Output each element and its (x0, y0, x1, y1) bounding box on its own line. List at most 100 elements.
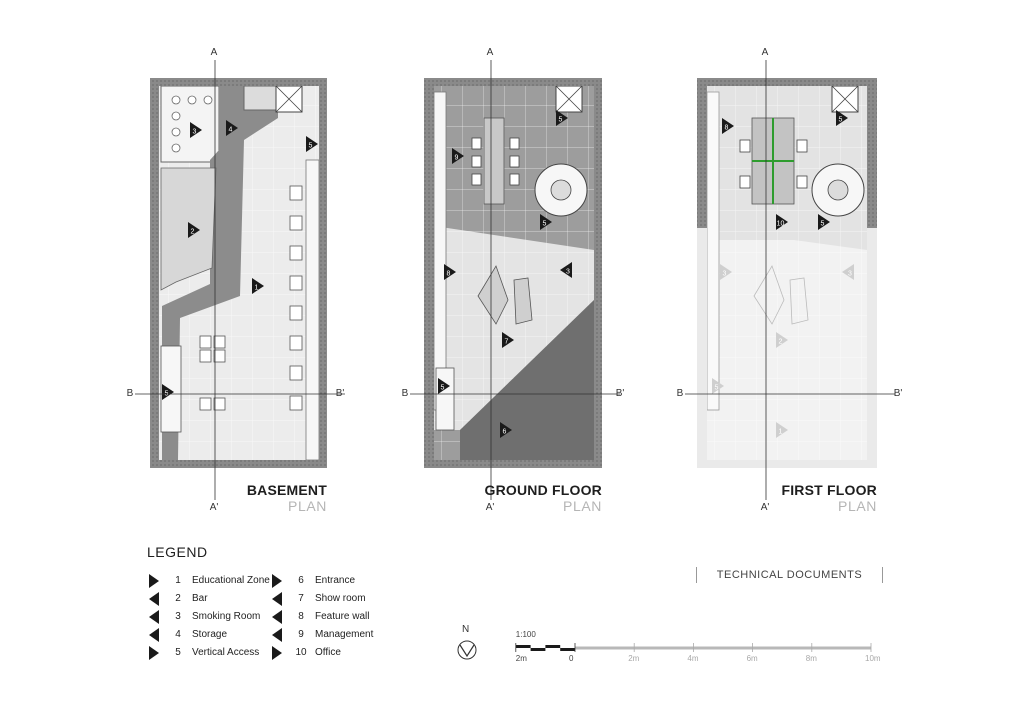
zone-marker-triangle (776, 332, 788, 348)
scale-tick-label: 2m (515, 654, 527, 663)
legend-label: Smoking Room (192, 611, 261, 622)
chair (509, 155, 520, 168)
scale-segment-light (575, 646, 871, 650)
zone-marker-triangle (720, 264, 732, 280)
chair (471, 137, 482, 150)
legend-number: 3 (175, 611, 181, 622)
display-stand (477, 265, 509, 325)
chair (509, 173, 520, 186)
section-label: B (402, 388, 409, 399)
scale-tick-label: 4m (687, 654, 699, 663)
scale-tick-label: 10m (865, 654, 881, 663)
chair (471, 173, 482, 186)
zone-marker-number: 5 (441, 385, 445, 392)
scale-bar (515, 643, 872, 652)
legend-triangle-icon (149, 574, 159, 588)
management-chairs (471, 137, 520, 186)
zone-marker-number: 8 (725, 125, 729, 132)
section-label: B' (336, 388, 345, 399)
section-label: A (487, 47, 494, 58)
zone-marker-triangle (540, 214, 552, 230)
legend-triangle-icon (272, 646, 282, 660)
zone-marker-triangle (252, 278, 264, 294)
zone-marker-triangle (226, 120, 238, 136)
legend-label: Storage (192, 629, 228, 640)
legend-triangle-icon (272, 610, 282, 624)
legend-number: 5 (175, 647, 181, 658)
legend-item: 5 Vertical Access (149, 646, 269, 660)
plan-title-text: FIRST FLOOR (781, 482, 877, 498)
bench-seat (289, 365, 303, 381)
zone-marker-number: 4 (229, 127, 233, 134)
office-chair (739, 139, 751, 153)
north-label: N (462, 624, 470, 635)
zone-marker-number: 3 (848, 271, 852, 278)
plan-title-text: GROUND FLOOR (484, 482, 602, 498)
legend-triangle-icon (149, 610, 159, 624)
scale-tick-label: 2m (628, 654, 640, 663)
section-label: B (127, 388, 134, 399)
legend-triangle-icon (149, 628, 159, 642)
zone-marker-number: 5 (839, 117, 843, 124)
section-label: B' (894, 388, 903, 399)
zone-marker-number: 3 (193, 129, 197, 136)
zone-marker-number: 10 (777, 221, 785, 228)
ground-floor-plan-title: GROUND FLOOR PLAN (470, 482, 602, 514)
scale-segment-dark (530, 648, 546, 651)
legend-title: LEGEND (147, 544, 208, 560)
plan-subtitle-text: PLAN (288, 498, 327, 514)
legend-number: 10 (295, 647, 307, 658)
zone-marker-number: 5 (715, 385, 719, 392)
legend-label: Feature wall (315, 611, 370, 622)
zone-marker-triangle (438, 378, 450, 394)
ground-stair (435, 367, 455, 431)
technical-documents-label: TECHNICAL DOCUMENTS (696, 567, 883, 583)
zone-marker-triangle (560, 262, 572, 278)
section-label: A (211, 47, 218, 58)
zone-marker-triangle (306, 136, 318, 152)
section-label: B (677, 388, 684, 399)
table-seat (199, 397, 212, 411)
legend-triangle-icon (149, 646, 159, 660)
table-seat (199, 335, 212, 349)
legend-label: Entrance (315, 575, 356, 586)
zone-marker-triangle (776, 422, 788, 438)
chair (471, 155, 482, 168)
legend-number: 1 (175, 575, 181, 586)
storage-corridor (162, 86, 278, 460)
zone-marker-triangle (556, 110, 568, 126)
zone-marker-number: 7 (505, 339, 509, 346)
scale-segment-dark (560, 648, 575, 651)
management-table (483, 117, 505, 205)
scale-tick-label: 8m (805, 654, 817, 663)
smoking-room-seats (171, 95, 213, 153)
scale-ratio: 1:100 (515, 630, 536, 639)
smoking-seat (187, 95, 197, 105)
zone-marker-triangle (452, 148, 464, 164)
legend-triangle-icon (272, 574, 282, 588)
scale-tick-label: 6m (746, 654, 758, 663)
office-chair (796, 139, 808, 153)
smoking-seat (171, 95, 181, 105)
zone-marker-triangle (444, 264, 456, 280)
bench-seat (289, 245, 303, 261)
scale-segment-dark (545, 645, 561, 648)
bench-seat (289, 335, 303, 351)
zone-marker-triangle (712, 378, 724, 394)
zone-marker-triangle (162, 384, 174, 400)
zone-marker-triangle (818, 214, 830, 230)
legend-label: Vertical Access (192, 647, 260, 658)
zone-marker-number: 3 (723, 271, 727, 278)
first-floor-plan-title: FIRST FLOOR PLAN (760, 482, 877, 514)
legend-label: Management (315, 629, 374, 640)
zone-marker-triangle (190, 122, 202, 138)
north-compass-icon (457, 640, 477, 660)
north-arrow (457, 640, 477, 660)
